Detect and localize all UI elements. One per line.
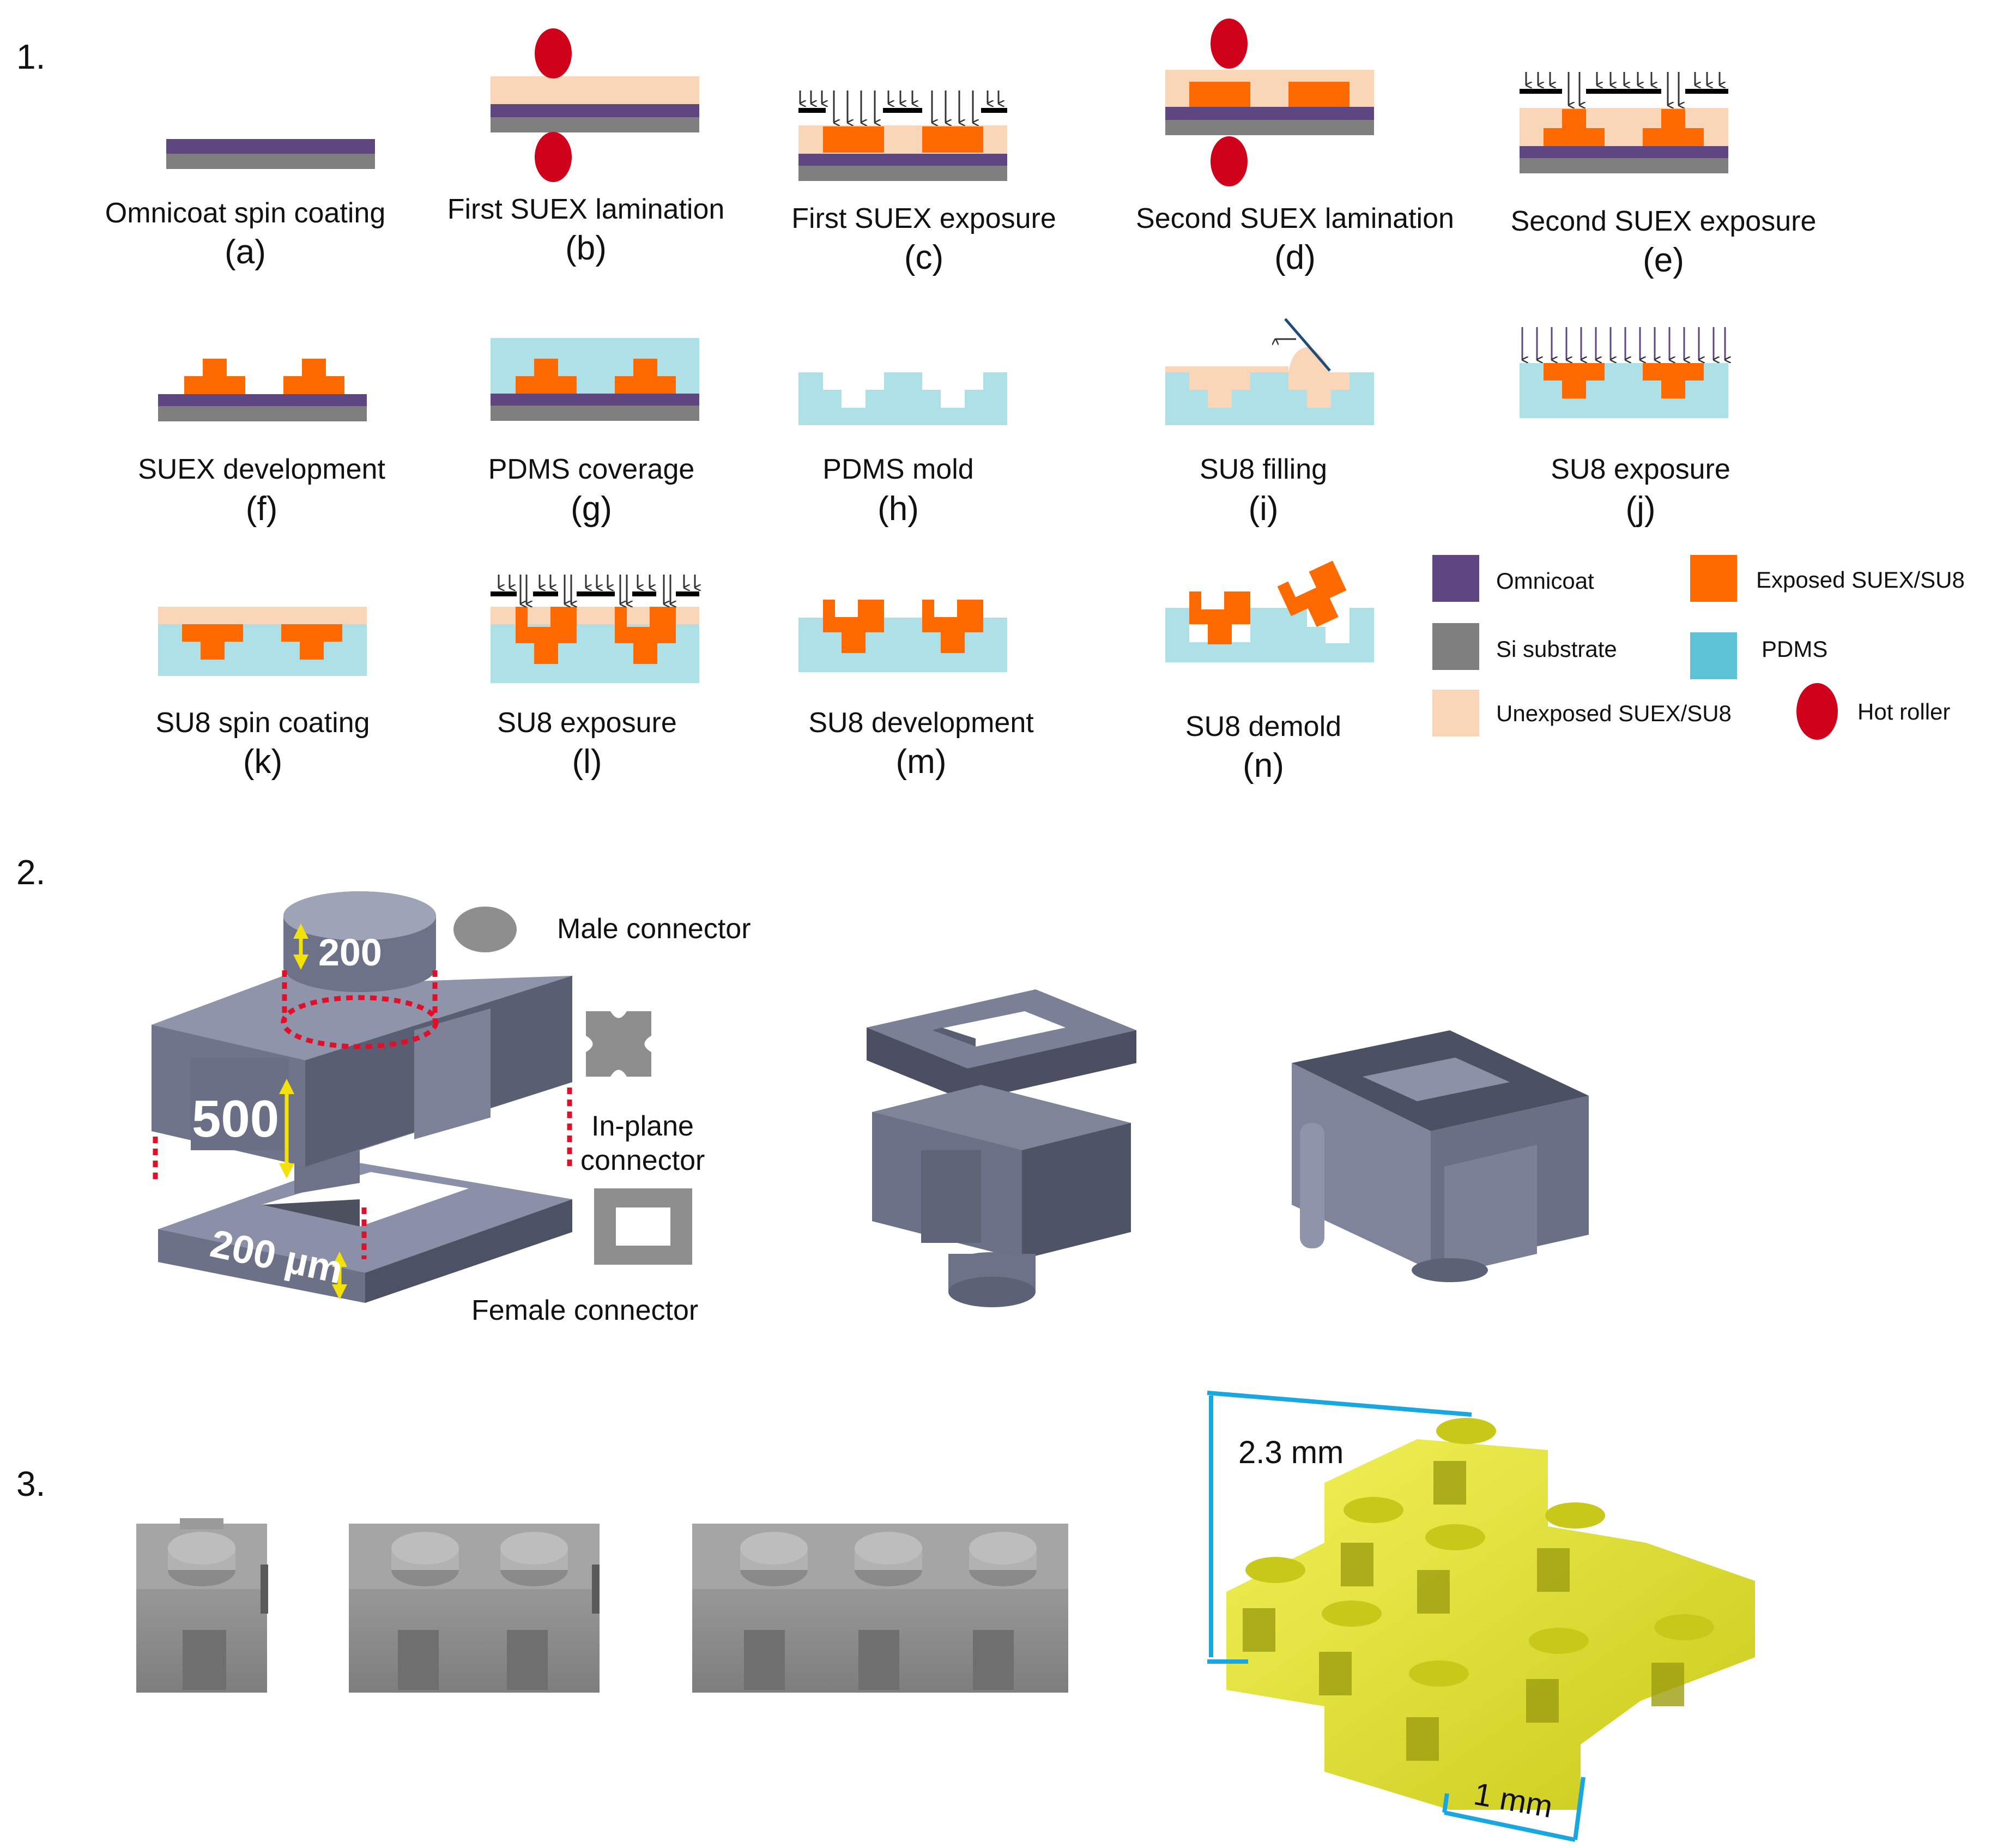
- legend-label-unexposed: Unexposed SUEX/SU8: [1496, 700, 1732, 726]
- step-d-caption: Second SUEX lamination: [1136, 203, 1454, 234]
- section-label-2: 2.: [16, 853, 46, 892]
- section-label-3: 3.: [16, 1464, 46, 1503]
- legend-label-omnicoat: Omnicoat: [1496, 568, 1594, 594]
- step-g-letter: (g): [571, 490, 612, 528]
- in-plane-connector-icon: [586, 1011, 651, 1077]
- step-g-diagram: [491, 338, 699, 421]
- legend-swatch-pdms: [1690, 632, 1737, 679]
- step-g-caption: PDMS coverage: [488, 454, 695, 485]
- step-d-diagram: [1165, 19, 1374, 186]
- step-d-letter: (d): [1274, 239, 1316, 276]
- brick-1x2-render: [349, 1524, 600, 1693]
- step-c-diagram: [798, 90, 1007, 181]
- brick-1x3-render: [692, 1524, 1068, 1693]
- section-label-1: 1.: [16, 37, 46, 76]
- step-f-diagram: [158, 359, 367, 421]
- uv-light-arrows: [799, 90, 998, 123]
- male-connector-icon: [453, 907, 517, 952]
- step-j-diagram: [1520, 327, 1728, 418]
- legend-label-exposed: Exposed SUEX/SU8: [1756, 567, 1965, 593]
- step-l-letter: (l): [572, 743, 602, 781]
- step-a-diagram: [166, 139, 375, 169]
- step-b-letter: (b): [565, 230, 607, 267]
- uv-light-arrows: [1521, 327, 1725, 360]
- step-l-diagram: [491, 575, 699, 683]
- hot-roller-icon: [1211, 136, 1248, 186]
- exploded-block-diagram: [152, 891, 572, 1303]
- step-k-letter: (k): [243, 743, 283, 781]
- dimension-top-label: 200: [318, 931, 382, 974]
- height-dimension-label: 2.3 mm: [1238, 1435, 1344, 1470]
- legend-swatch-unexposed: [1432, 690, 1479, 736]
- step-n-letter: (n): [1243, 747, 1284, 784]
- step-c-letter: (c): [904, 239, 944, 276]
- squeegee-blade: [1284, 318, 1331, 372]
- step-k-caption: SU8 spin coating: [155, 707, 370, 739]
- step-b-diagram: [491, 28, 699, 182]
- step-i-letter: (i): [1248, 490, 1279, 528]
- in-plane-connector-label-line2: connector: [580, 1145, 705, 1176]
- step-h-diagram: [798, 372, 1007, 425]
- step-a-letter: (a): [225, 233, 266, 271]
- step-h-letter: (h): [878, 490, 919, 528]
- step-f-letter: (f): [245, 490, 278, 528]
- in-plane-connector-label-line1: In-plane: [591, 1110, 694, 1142]
- legend-swatch-exposed: [1690, 555, 1737, 602]
- legend-swatch-hot-roller: [1796, 683, 1838, 740]
- step-k-diagram: [158, 607, 367, 676]
- legend-swatch-omnicoat: [1432, 555, 1479, 602]
- brick-1x1-render: [136, 1518, 268, 1693]
- legend: [1432, 555, 1838, 740]
- step-e-caption: Second SUEX exposure: [1510, 206, 1817, 237]
- step-f-caption: SUEX development: [138, 454, 385, 485]
- step-h-caption: PDMS mold: [822, 454, 974, 485]
- legend-swatch-si-substrate: [1432, 623, 1479, 670]
- hot-roller-icon: [1211, 19, 1248, 69]
- step-m-diagram: [798, 600, 1007, 672]
- step-m-letter: (m): [895, 743, 947, 781]
- pyramid-assembly-render: [1226, 1418, 1755, 1810]
- step-j-caption: SU8 exposure: [1551, 454, 1730, 485]
- hot-roller-icon: [535, 132, 572, 182]
- step-i-caption: SU8 filling: [1199, 454, 1328, 485]
- male-connector-label: Male connector: [557, 913, 751, 945]
- step-e-letter: (e): [1643, 241, 1684, 279]
- step-n-diagram: [1165, 560, 1374, 662]
- uv-light-arrows: [1525, 72, 1720, 105]
- step-j-letter: (j): [1625, 490, 1656, 528]
- dimension-middle-label: 500: [192, 1090, 280, 1148]
- step-b-caption: First SUEX lamination: [447, 194, 725, 225]
- step-a-caption: Omnicoat spin coating: [105, 197, 386, 229]
- step-i-diagram: [1165, 318, 1374, 425]
- uv-light-arrows: [498, 575, 695, 604]
- alignment-guides: [153, 970, 572, 1259]
- legend-label-si-substrate: Si substrate: [1496, 636, 1617, 662]
- step-m-caption: SU8 development: [808, 707, 1034, 739]
- step-e-diagram: [1520, 72, 1728, 173]
- hot-roller-icon: [535, 28, 572, 78]
- step-n-caption: SU8 demold: [1185, 711, 1342, 742]
- dimension-lines: [1207, 1391, 1585, 1842]
- female-connector-label: Female connector: [471, 1295, 699, 1326]
- step-l-caption: SU8 exposure: [497, 707, 677, 739]
- exploded-assembly-render: [867, 989, 1136, 1307]
- assembled-block-render: [1292, 1030, 1589, 1282]
- female-connector-icon: [594, 1188, 692, 1265]
- legend-label-hot-roller: Hot roller: [1857, 699, 1951, 724]
- step-c-caption: First SUEX exposure: [791, 203, 1056, 234]
- legend-label-pdms: PDMS: [1762, 636, 1828, 662]
